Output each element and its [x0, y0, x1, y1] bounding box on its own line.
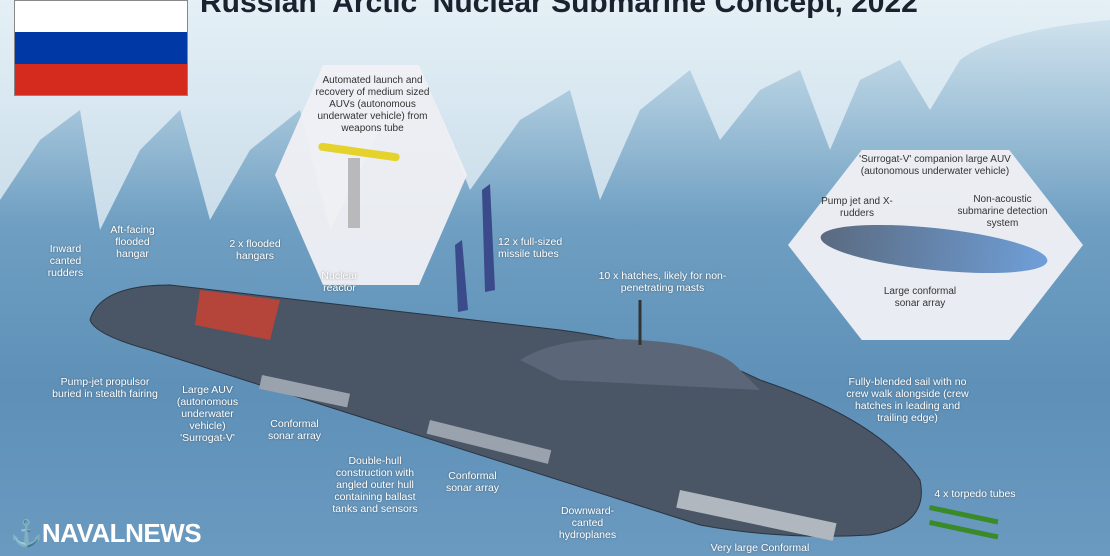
label-hatches: 10 x hatches, likely for non-penetrating… [598, 270, 727, 294]
label-pump-jet: Pump-jet propulsor buried in stealth fai… [52, 376, 158, 400]
inset-non-acoustic-label: Non-acoustic submarine detection system [957, 194, 1048, 229]
missile [455, 240, 468, 312]
torpedo [928, 505, 999, 525]
label-aft-hangar: Aft-facing flooded hangar [110, 224, 155, 260]
inset-pump-jet-label: Pump jet and X-rudders [821, 196, 893, 219]
label-flooded-hangars: 2 x flooded hangars [229, 238, 281, 262]
hangar-cutaway [195, 290, 280, 340]
label-inward-rudders: Inward canted rudders [47, 243, 84, 279]
russian-flag [14, 0, 188, 96]
label-hydroplanes: Downward-canted hydroplanes [558, 505, 617, 541]
label-nuclear-reactor: Nuclear reactor [321, 270, 358, 294]
submarine-hull [89, 284, 922, 537]
label-missile-tubes: 12 x full-sized missile tubes [498, 236, 563, 260]
logo-text: NAVALNEWS [41, 518, 202, 548]
sonar-panel [426, 420, 552, 464]
page-title: Russian 'Arctic' Nuclear Submarine Conce… [200, 0, 918, 19]
sail [520, 339, 760, 390]
label-large-auv: Large AUV (autonomous underwater vehicle… [176, 384, 239, 444]
label-sail: Fully-blended sail with no crew walk alo… [846, 376, 969, 424]
sonar-panel [259, 375, 351, 408]
sonar-panel [676, 490, 837, 541]
inset-auv-launch-text: Automated launch and recovery of medium … [315, 75, 430, 134]
missile [482, 184, 495, 292]
label-torpedo-tubes: 4 x torpedo tubes [934, 488, 1016, 500]
iceberg [0, 0, 1110, 230]
inset-surrogat-title: 'Surrogat-V' companion large AUV (autono… [859, 154, 1011, 177]
ship-icon: ⚓ [10, 518, 42, 548]
torpedo [928, 520, 999, 540]
label-conformal-sonar-1: Conformal sonar array [267, 418, 322, 442]
label-very-large-sonar: Very large Conformal [710, 542, 810, 554]
navalnews-logo: ⚓NAVALNEWS [10, 518, 202, 549]
label-conformal-sonar-2: Conformal sonar array [445, 470, 500, 494]
launch-tube-icon [348, 158, 360, 228]
label-double-hull: Double-hull construction with angled out… [332, 455, 418, 515]
inset-sonar-label: Large conformal sonar array [883, 286, 957, 309]
